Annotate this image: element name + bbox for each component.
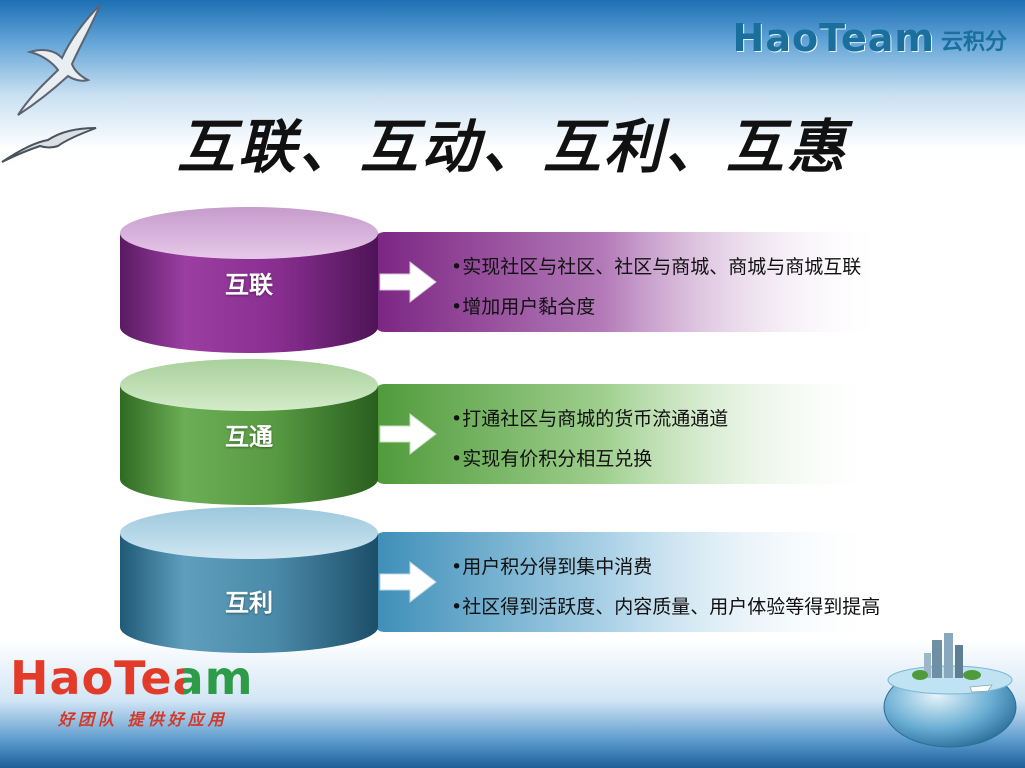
bullet-item: •增加用户黏合度 (451, 296, 596, 318)
bullet-bar (374, 384, 884, 484)
cylinder (120, 359, 378, 505)
bullet-item: •打通社区与商城的货币流通通道 (451, 408, 729, 430)
row-huli: 互利 •用户积分得到集中消费 •社区得到活跃度、内容质量、用户体验等得到提高 (118, 505, 898, 655)
bullet-bar (374, 532, 884, 632)
arrow-right-icon (379, 260, 437, 304)
cylinder (120, 507, 378, 653)
footer-brand: HaoTeam (10, 652, 300, 704)
bullet-item: •实现有价积分相互兑换 (451, 448, 653, 470)
bullet-item: •社区得到活跃度、内容质量、用户体验等得到提高 (451, 596, 881, 618)
row-hulian: 互联 •实现社区与社区、社区与商城、商城与商城互联 •增加用户黏合度 (118, 205, 898, 355)
brand-sub: 云积分 (940, 30, 1007, 55)
brand-name: HaoTeam (732, 16, 935, 60)
seagull-icon (1, 4, 101, 163)
row-hutong: 互通 •打通社区与商城的货币流通通道 •实现有价积分相互兑换 (118, 357, 898, 507)
cylinder-label: 互通 (225, 422, 273, 451)
bullet-list: •实现社区与社区、社区与商城、商城与商城互联 •增加用户黏合度 (451, 247, 861, 327)
arrow-right-icon (379, 560, 437, 604)
bullet-item: •用户积分得到集中消费 (451, 556, 653, 578)
arrow-right-icon (379, 412, 437, 456)
bullet-item: •实现社区与社区、社区与商城、商城与商城互联 (451, 256, 862, 278)
bullet-list: •打通社区与商城的货币流通通道 •实现有价积分相互兑换 (451, 399, 728, 479)
brand-logo-top: HaoTeam 云积分 (733, 16, 1007, 60)
bullet-list: •用户积分得到集中消费 •社区得到活跃度、内容质量、用户体验等得到提高 (451, 547, 880, 627)
cylinder (120, 207, 378, 353)
globe-city-icon (883, 633, 1017, 748)
cylinder-label: 互联 (225, 270, 273, 299)
slide-title: 互联、互动、互利、互惠 (176, 113, 848, 181)
footer-slogan: 好团队 提供好应用 (58, 710, 228, 729)
brand-logo-bottom: HaoTeam 好团队 提供好应用 (10, 652, 300, 732)
bullet-bar (374, 232, 884, 332)
cylinder-label: 互利 (225, 588, 273, 617)
